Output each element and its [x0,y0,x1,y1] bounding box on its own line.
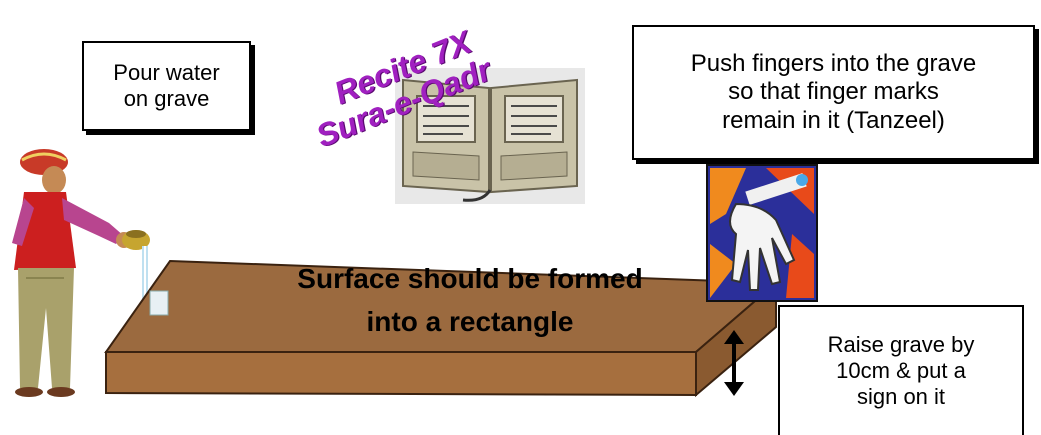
raise-grave-line1: Raise grave by [827,332,975,358]
push-fingers-line3: remain in it (Tanzeel) [722,106,945,134]
raise-grave-label: Raise grave by 10cm & put a sign on it [778,305,1024,435]
push-fingers-label: Push fingers into the grave so that fing… [632,25,1035,160]
push-fingers-line1: Push fingers into the grave [690,50,977,78]
man-pouring-water-icon [12,149,150,397]
raise-grave-line3: sign on it [856,383,946,409]
surface-line2: into a rectangle [366,306,574,337]
push-fingers-line2: so that finger marks [728,78,939,106]
pour-water-label: Pour water on grave [82,41,251,131]
double-arrow-icon [724,330,744,396]
raise-grave-line2: 10cm & put a [836,358,966,384]
open-book-icon [395,68,585,204]
surface-line1: Surface should be formed [297,263,643,294]
hand-icon [706,164,818,302]
pour-water-line2: on grave [123,86,210,111]
pour-water-line1: Pour water [113,60,220,86]
